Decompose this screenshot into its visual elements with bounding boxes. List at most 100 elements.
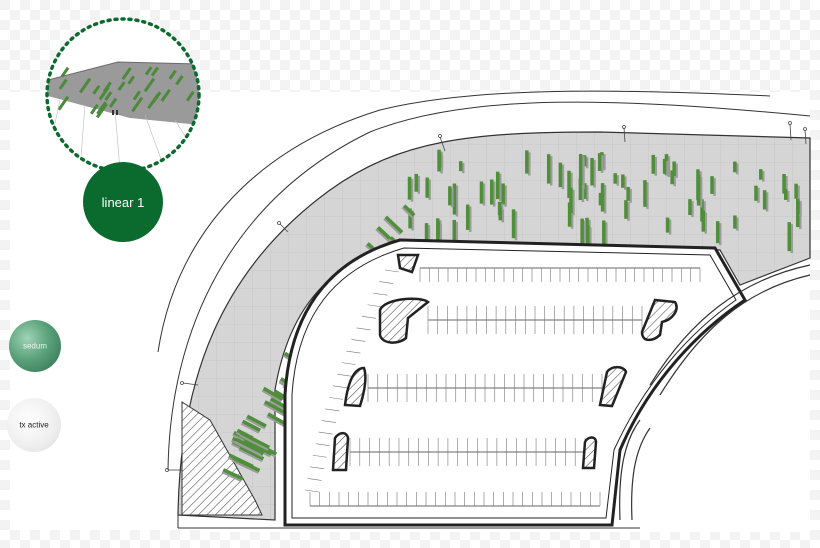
planting-strip — [231, 456, 261, 474]
tx-active-swatch: tx active — [7, 398, 61, 452]
planting-strip — [436, 222, 442, 240]
stall-line — [325, 408, 340, 412]
planting-strip — [240, 419, 261, 434]
inset-plantings — [57, 66, 195, 119]
planting-strip — [665, 217, 672, 235]
planting-strip — [414, 173, 421, 194]
island-1 — [378, 297, 431, 344]
island-5 — [331, 431, 350, 472]
planting-strip — [234, 437, 263, 456]
stall-line — [337, 373, 352, 377]
planting-strip — [375, 226, 393, 243]
stall-line — [356, 327, 371, 331]
planting-strip — [437, 153, 444, 170]
perspective-inset — [45, 17, 201, 173]
site-boundary — [177, 515, 640, 529]
planting-strip — [466, 204, 472, 232]
planting-strip — [688, 199, 694, 218]
stall-line — [328, 397, 344, 400]
planting-strip — [245, 414, 267, 430]
island-4 — [598, 365, 628, 408]
stall-line — [304, 489, 320, 493]
planting-strip — [710, 176, 716, 196]
stall-line — [341, 362, 356, 365]
stall-line — [373, 292, 388, 296]
parking-stalls — [304, 267, 701, 507]
sedum-label: sedum — [22, 341, 47, 351]
stall-line — [361, 316, 377, 319]
stall-line — [318, 431, 333, 435]
planting-strip — [479, 181, 486, 206]
stall-line — [379, 281, 394, 284]
stall-line — [384, 269, 400, 273]
planting-strip — [602, 220, 608, 248]
planting-strip — [239, 431, 271, 451]
island-top-left — [396, 253, 420, 274]
planting-strip — [383, 215, 404, 236]
planting-strip — [452, 183, 459, 217]
light-pole-icon — [165, 121, 807, 472]
planting-strip — [643, 180, 649, 209]
planting-strip — [580, 218, 586, 247]
planting-strip — [701, 210, 707, 234]
planting-strip — [425, 177, 431, 200]
planting-strip — [489, 179, 496, 207]
planting-strip — [662, 158, 669, 176]
planting-strip — [784, 189, 790, 202]
planting-strip — [597, 153, 604, 173]
planting-strip — [733, 215, 739, 231]
planting-strip — [759, 169, 765, 182]
planting-strip — [501, 183, 507, 207]
planting-strip — [613, 173, 619, 186]
planting-strip — [754, 185, 760, 203]
planting-strip — [458, 161, 465, 174]
stall-line — [367, 304, 382, 308]
planting-strip — [452, 219, 459, 247]
planting-strip — [221, 468, 244, 482]
planting-strip — [238, 445, 265, 463]
planting-strip — [586, 225, 592, 257]
planting-strip — [787, 222, 794, 254]
planting-strip — [567, 170, 573, 200]
stall-line — [346, 350, 361, 354]
planting-strip — [621, 174, 627, 190]
planting-strip — [558, 162, 565, 190]
planting-strip — [569, 187, 575, 216]
stall-line — [321, 420, 336, 423]
planting-strip — [546, 154, 553, 186]
planting-strip — [762, 190, 769, 212]
planting-strip — [578, 178, 585, 203]
planting-strip — [651, 154, 657, 176]
planting-strip — [525, 150, 531, 176]
planting-strip — [263, 400, 287, 417]
island-2 — [640, 298, 678, 342]
sedum-swatch: sedum — [9, 320, 61, 372]
stall-line — [315, 443, 330, 446]
stall-line — [307, 478, 322, 481]
planting-strip — [600, 183, 607, 214]
stall-line — [312, 454, 327, 458]
right-drive-lane — [619, 264, 811, 521]
stall-line — [310, 466, 325, 470]
planting-strip — [796, 200, 802, 217]
tx-active-label: tx active — [19, 420, 49, 430]
planting-strip — [261, 386, 284, 403]
planting-strip — [448, 186, 454, 208]
planting-strip — [782, 173, 788, 196]
parking-islands — [331, 253, 678, 472]
planting-strip — [696, 175, 703, 208]
planting-strip — [672, 161, 678, 178]
planting-strip — [626, 186, 632, 203]
planting-strip — [498, 207, 504, 223]
stall-line — [351, 339, 366, 342]
planting-strip — [578, 154, 585, 188]
planting-strip — [401, 204, 416, 219]
planting-strip — [583, 183, 589, 201]
planting-strip — [733, 161, 739, 175]
planting-strip — [495, 171, 502, 202]
planting-strip — [715, 221, 722, 246]
stall-line — [332, 385, 347, 389]
linear-1-badge: linear 1 — [83, 162, 163, 242]
planting-strip — [407, 176, 414, 202]
